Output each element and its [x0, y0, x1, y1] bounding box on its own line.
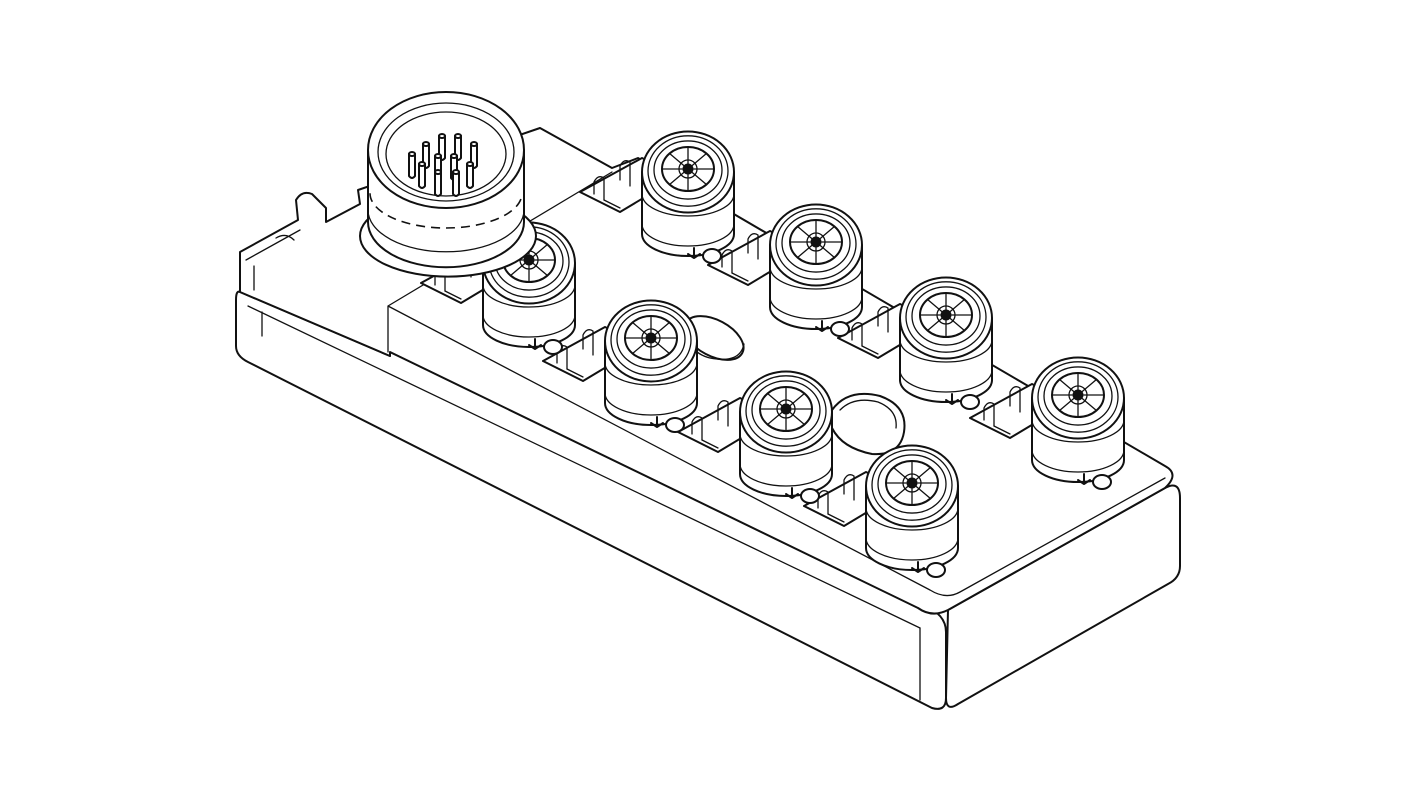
port-centre-pin	[1072, 389, 1084, 401]
housing-right-face	[945, 484, 1181, 708]
housing-front-bevel	[247, 305, 921, 629]
m12-port-1	[482, 221, 576, 355]
m12-port-4	[899, 276, 993, 410]
main-connector	[359, 91, 537, 278]
status-led-4	[945, 393, 980, 410]
status-led-6	[650, 416, 685, 433]
port-centre-pin	[940, 309, 952, 321]
main-connector-pin	[408, 153, 416, 179]
mounting-hole-2	[831, 392, 906, 456]
m12-port-5	[1031, 356, 1125, 490]
status-led-2	[687, 247, 722, 264]
m12-port-7	[739, 370, 833, 504]
m12-ports	[482, 130, 1125, 578]
mounting-holes	[683, 315, 906, 456]
main-connector-pin	[452, 171, 460, 197]
housing-left-mount-slot	[245, 229, 301, 291]
port-centre-pin	[810, 236, 822, 248]
m12-port-6	[604, 299, 698, 433]
port-centre-pin	[523, 254, 535, 266]
m12-port-8	[865, 444, 959, 578]
m12-port-2	[641, 130, 735, 264]
main-connector-pin	[418, 163, 426, 189]
status-led-5	[1077, 473, 1112, 490]
main-connector-pin	[466, 163, 474, 189]
status-led-7	[785, 487, 820, 504]
housing-front-face	[235, 290, 947, 710]
port-centre-pin	[645, 332, 657, 344]
port-centre-pin	[682, 163, 694, 175]
port-centre-pin	[906, 477, 918, 489]
status-led-1	[528, 338, 563, 355]
port-centre-pin	[780, 403, 792, 415]
m12-port-3	[769, 203, 863, 337]
status-led-8	[911, 561, 946, 578]
main-connector-pin	[434, 171, 442, 197]
status-led-3	[815, 320, 850, 337]
